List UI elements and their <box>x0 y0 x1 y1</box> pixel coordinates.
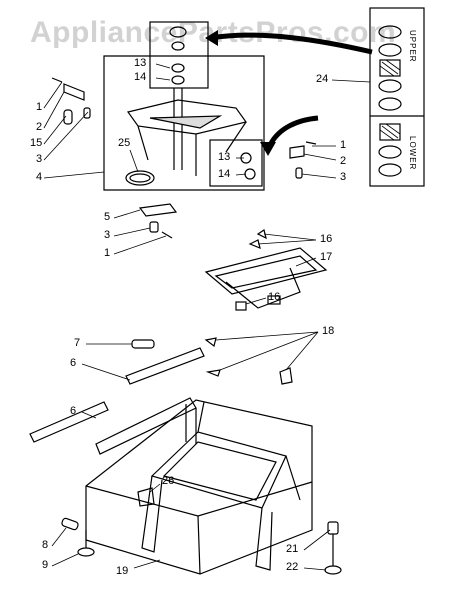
callout-4: 4 <box>36 171 43 183</box>
callout-8: 8 <box>42 539 49 551</box>
callout-18: 18 <box>322 325 335 337</box>
callout-3: 3 <box>36 153 43 165</box>
callout-13-lower: 13 <box>218 151 231 163</box>
upper-seal-icon <box>378 25 402 39</box>
upper-ring-icon <box>378 79 402 93</box>
spring-icon <box>171 63 185 73</box>
callout-3-right: 3 <box>340 171 347 183</box>
lower-cup-icon <box>378 163 402 177</box>
foot-22 <box>324 565 342 575</box>
callout-22: 22 <box>286 561 299 573</box>
callout-19: 19 <box>116 565 129 577</box>
part-7 <box>131 339 155 349</box>
callout-15: 15 <box>30 137 43 149</box>
callout-17: 17 <box>320 251 333 263</box>
callout-16-lower: 16 <box>268 291 281 303</box>
bearing-inset <box>369 7 425 187</box>
inner-support <box>150 431 287 509</box>
callout-13: 13 <box>134 57 147 69</box>
callout-1-right: 1 <box>340 139 347 151</box>
lower-label: LOWER <box>408 136 417 171</box>
upper-inset-frame <box>149 21 209 89</box>
side-rail-6 <box>29 401 109 443</box>
callout-1-lower: 1 <box>104 247 111 259</box>
bolt-part <box>51 77 63 83</box>
callout-14-lower: 14 <box>218 168 231 180</box>
callout-3-lower: 3 <box>104 229 111 241</box>
callout-6: 6 <box>70 357 77 369</box>
upper-rail-6 <box>125 347 205 385</box>
callout-16: 16 <box>320 233 333 245</box>
callout-14: 14 <box>134 71 147 83</box>
upper-arrow <box>209 32 373 55</box>
foot-9 <box>77 547 95 557</box>
tub-support-17 <box>204 247 328 295</box>
lower-arrow <box>265 115 319 151</box>
callout-1: 1 <box>36 101 43 113</box>
lower-bearing-icon <box>379 123 401 141</box>
cap-icon <box>169 26 187 38</box>
clamp-part <box>63 83 85 101</box>
callout-7: 7 <box>74 337 81 349</box>
upper-cup-icon <box>378 97 402 111</box>
spring-part <box>63 109 73 125</box>
callout-2: 2 <box>36 121 43 133</box>
callout-24: 24 <box>316 73 329 85</box>
lower-ring-icon <box>378 145 402 159</box>
callout-25: 25 <box>118 137 131 149</box>
callout-6-lower: 6 <box>70 405 77 417</box>
bearing-inset-frame <box>369 7 425 187</box>
callout-9: 9 <box>42 559 49 571</box>
callout-5: 5 <box>104 211 111 223</box>
upper-bearing-icon <box>379 59 401 77</box>
upper-label: UPPER <box>408 30 417 63</box>
gear-inset-frame <box>209 139 263 187</box>
drive-panel <box>103 55 265 191</box>
callout-21: 21 <box>286 543 299 555</box>
bracket-part-5 <box>138 203 178 217</box>
ring-part-25 <box>125 170 155 186</box>
rail-part-6 <box>95 397 197 455</box>
callout-26: 26 <box>162 475 175 487</box>
callout-2-right: 2 <box>340 155 347 167</box>
upper-washer-icon <box>378 43 402 57</box>
